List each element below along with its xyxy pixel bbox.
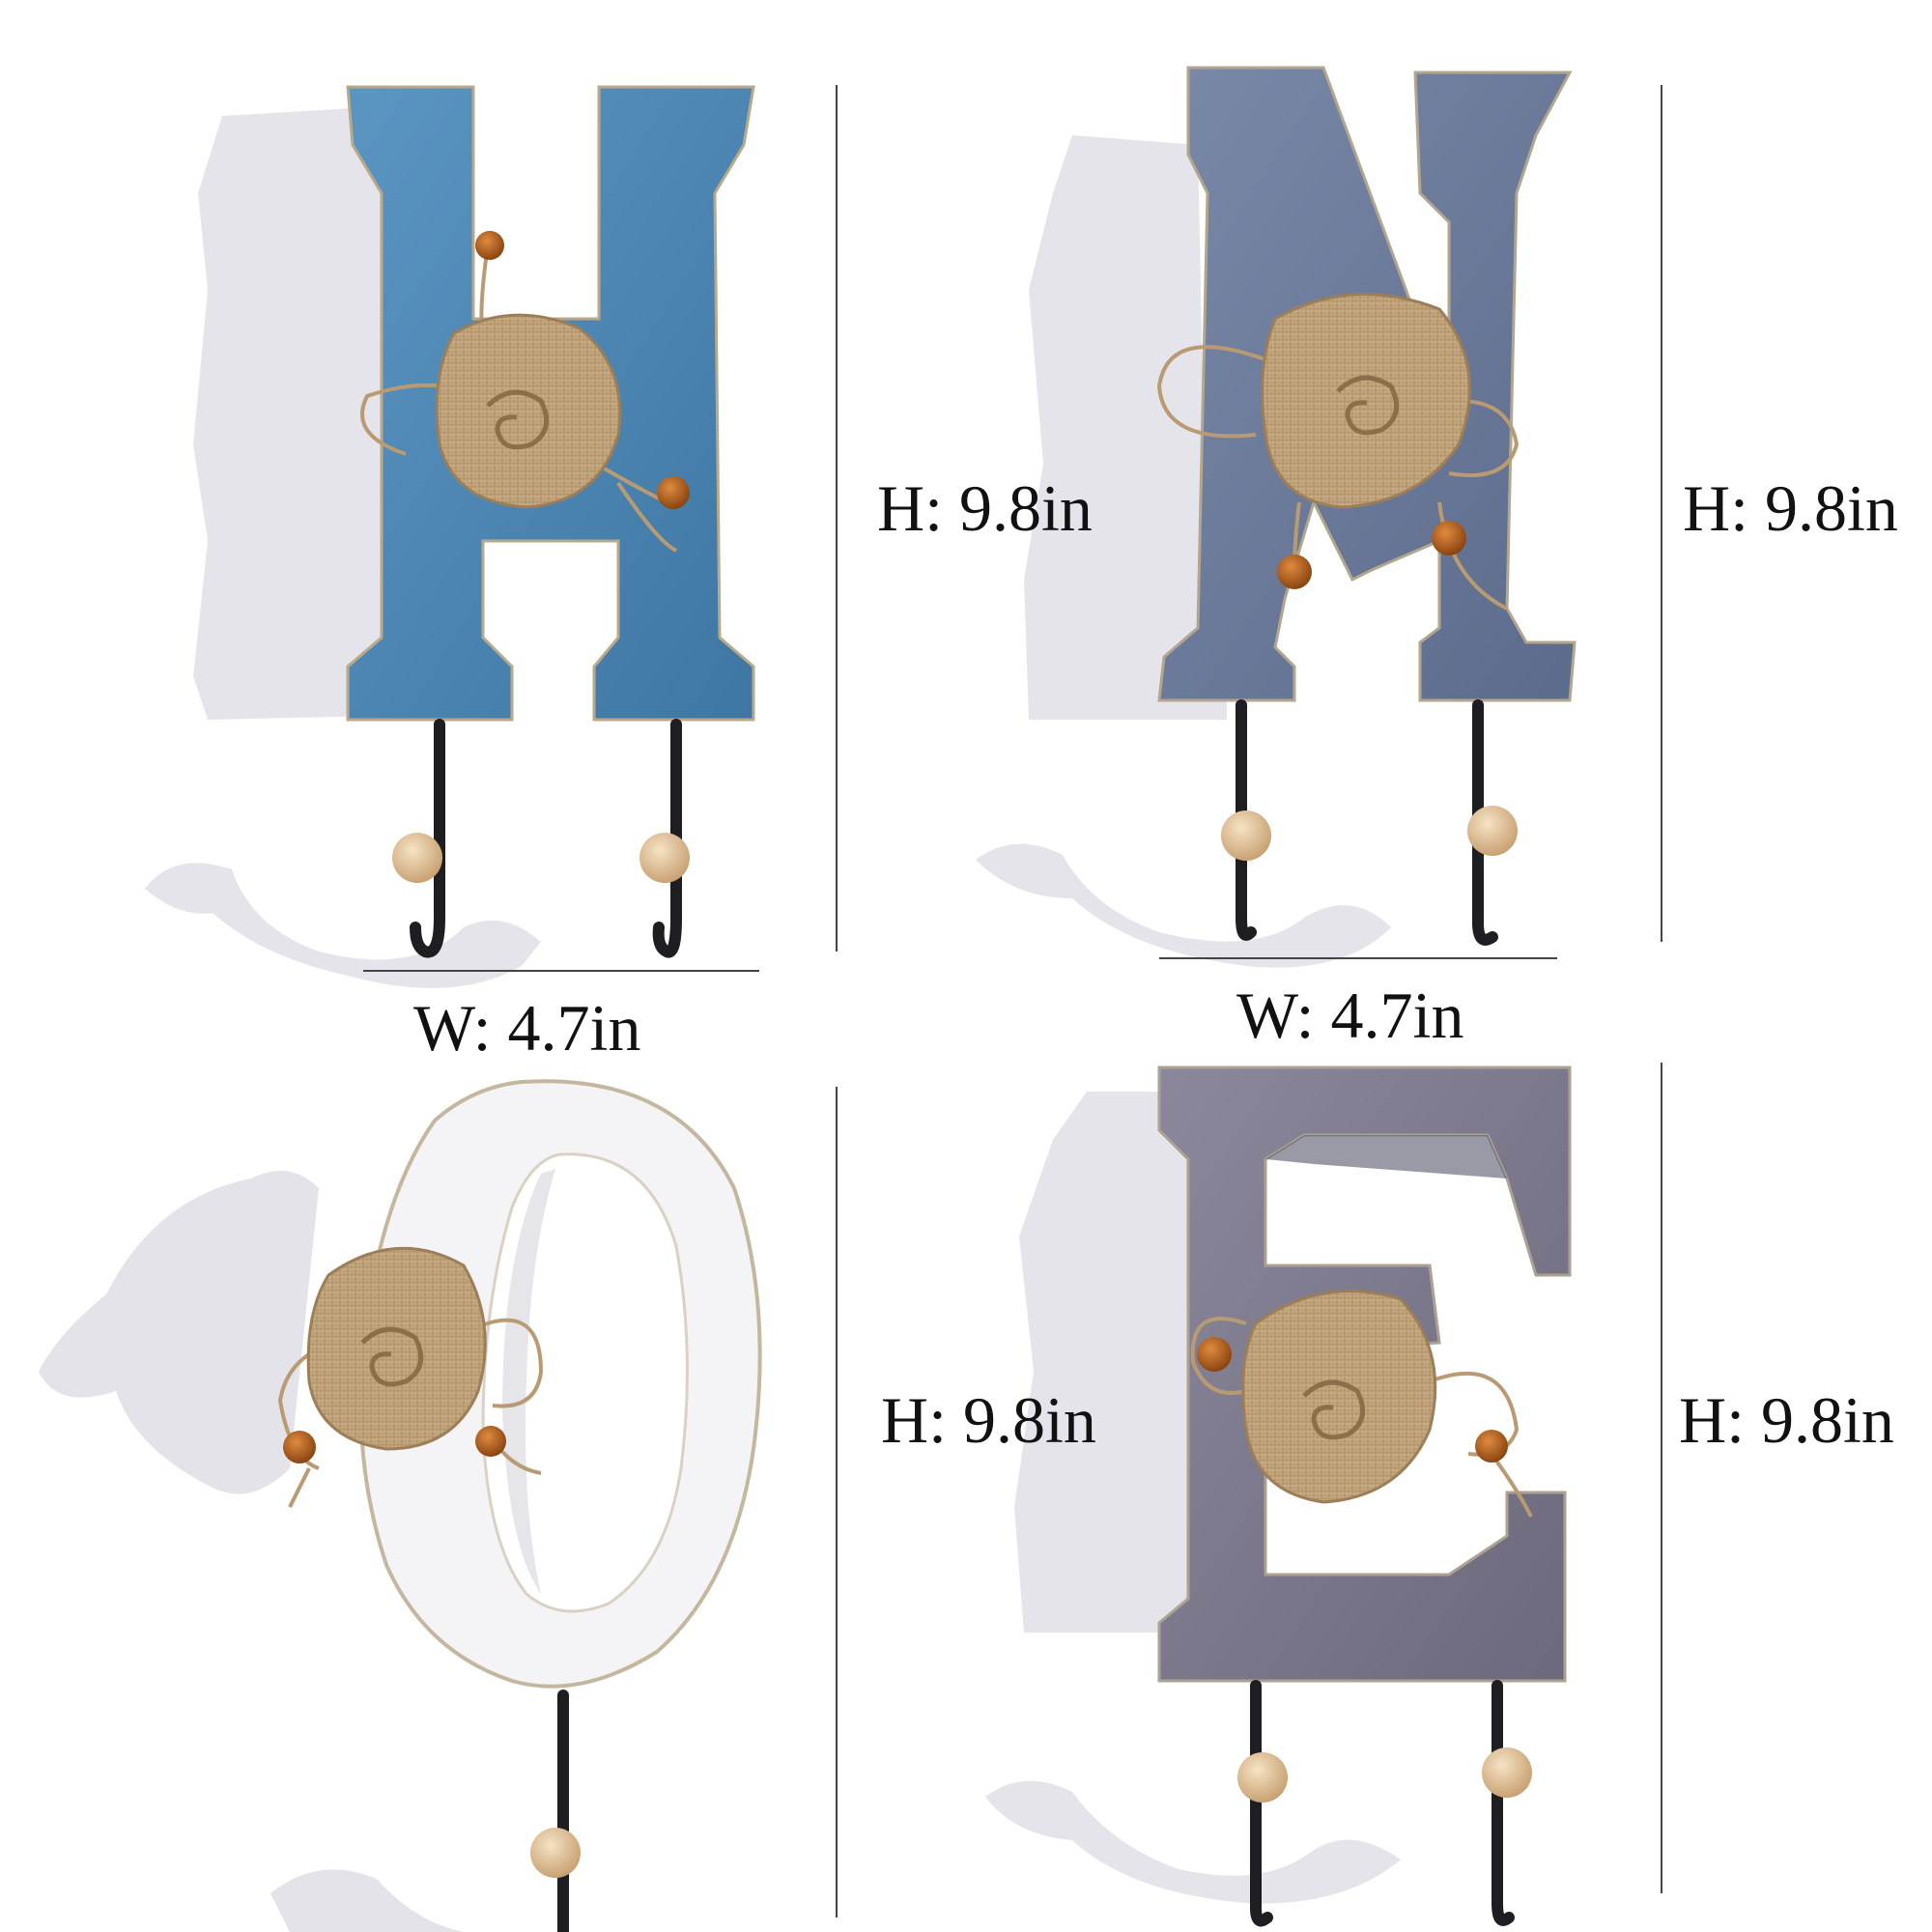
wooden-bead-icon bbox=[475, 1426, 506, 1457]
letter-m-shadow bbox=[976, 135, 1391, 968]
burlap-rose-icon bbox=[306, 1246, 487, 1451]
letter-m-hook bbox=[976, 66, 1577, 968]
letter-e-hook bbox=[985, 1065, 1572, 1927]
height-label-h: H: 9.8in bbox=[877, 471, 1093, 545]
wooden-bead-icon bbox=[475, 231, 504, 260]
twine bbox=[277, 1318, 544, 1508]
dimension-lines bbox=[363, 85, 1662, 1918]
letter-m-hooks bbox=[1236, 699, 1498, 946]
burlap-rose-icon bbox=[435, 313, 622, 509]
twine bbox=[1156, 345, 1520, 611]
wooden-bead-icon bbox=[1277, 554, 1312, 589]
width-label-h: W: 4.7in bbox=[413, 991, 641, 1065]
wooden-bead-icon bbox=[639, 833, 690, 883]
height-label-o: H: 9.8in bbox=[881, 1383, 1096, 1457]
letter-o-shadow bbox=[39, 1171, 464, 1932]
wooden-bead-icon bbox=[283, 1431, 316, 1463]
wooden-bead-icon bbox=[1467, 806, 1518, 856]
twine bbox=[360, 245, 677, 553]
wooden-bead-icon bbox=[392, 833, 442, 883]
letter-e-hooks bbox=[1250, 1680, 1515, 1927]
letter-o-hook bbox=[39, 1079, 762, 1932]
width-label-m: W: 4.7in bbox=[1236, 979, 1464, 1052]
height-label-m: H: 9.8in bbox=[1683, 471, 1898, 545]
wooden-bead-icon bbox=[1237, 1752, 1288, 1803]
burlap-rose-icon bbox=[1241, 1290, 1437, 1504]
burlap-rose-icon bbox=[1261, 293, 1471, 509]
letter-h-shadow bbox=[145, 106, 541, 988]
letter-e-shadow bbox=[985, 1092, 1401, 1904]
wooden-bead-icon bbox=[1197, 1337, 1232, 1372]
letter-h-hooks bbox=[410, 719, 682, 958]
wooden-bead-icon bbox=[1475, 1430, 1508, 1463]
wooden-bead-icon bbox=[657, 476, 690, 509]
letter-h-hook bbox=[145, 85, 755, 988]
height-label-e: H: 9.8in bbox=[1679, 1383, 1894, 1457]
wooden-bead-icon bbox=[1482, 1747, 1532, 1798]
wooden-bead-icon bbox=[530, 1828, 581, 1878]
wooden-bead-icon bbox=[1432, 521, 1466, 555]
wooden-bead-icon bbox=[1221, 810, 1271, 861]
